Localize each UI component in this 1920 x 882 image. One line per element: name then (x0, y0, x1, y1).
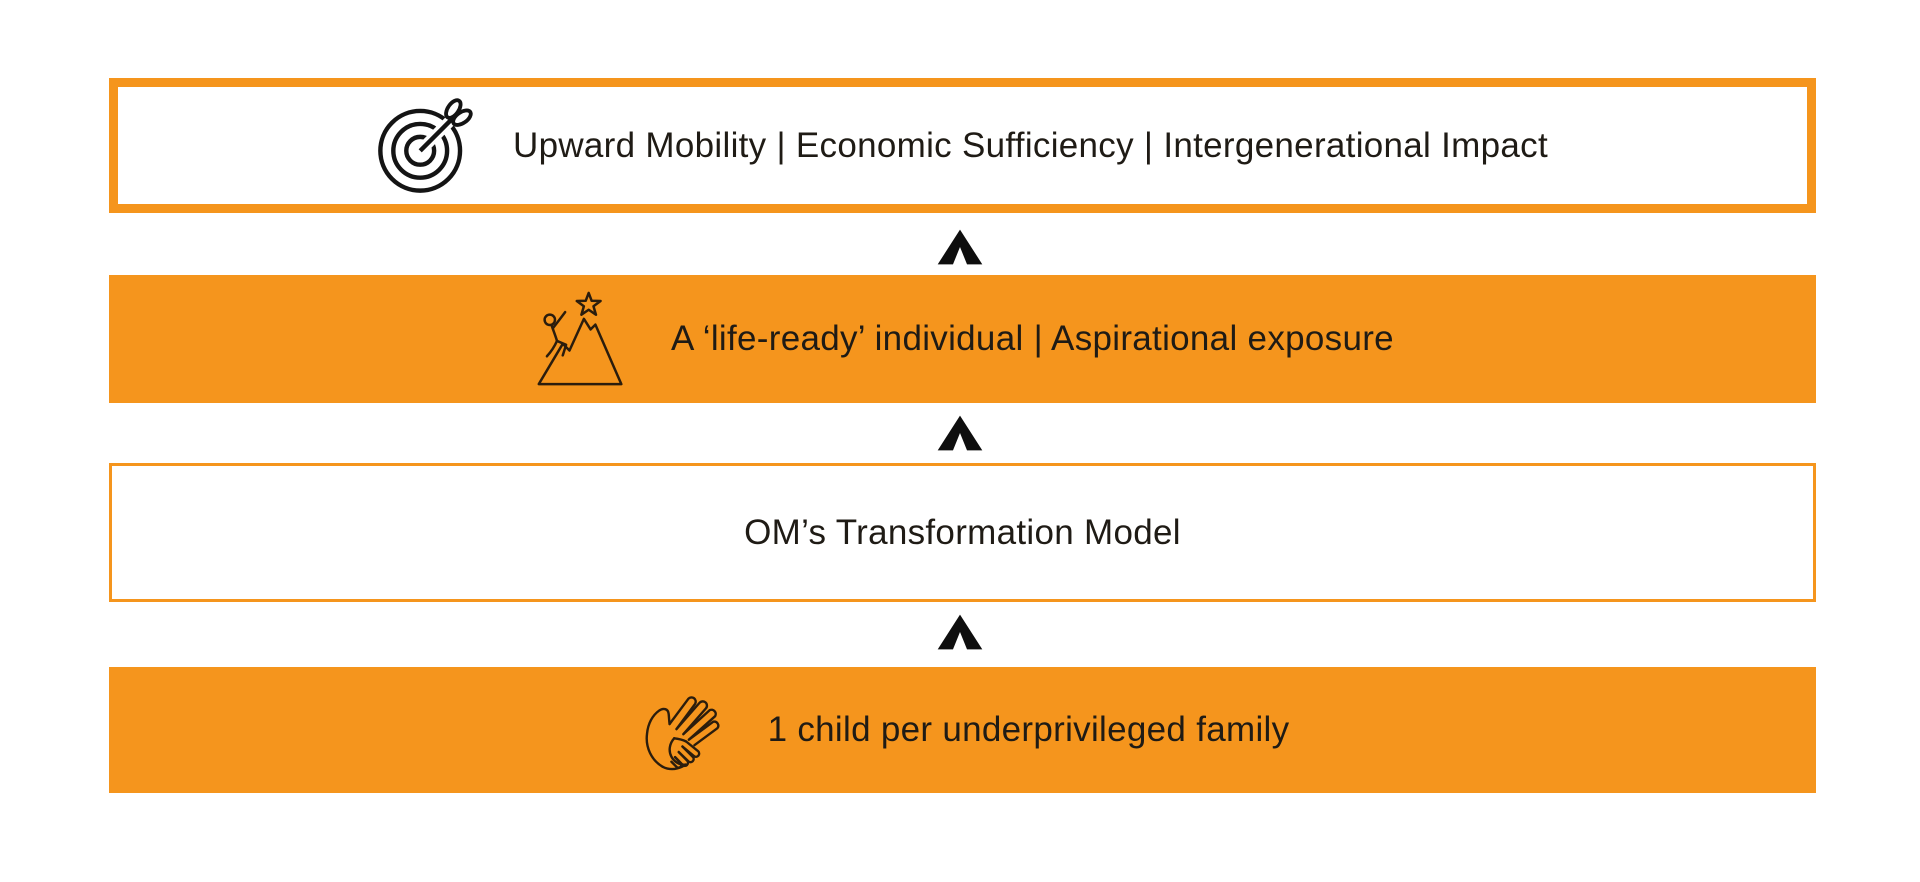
model-bar: OM’s Transformation Model (109, 463, 1816, 602)
up-arrow-icon (935, 414, 985, 452)
individual-outcome-text: A ‘life-ready’ individual | Aspirational… (671, 319, 1394, 358)
outcomes-text: Upward Mobility | Economic Sufficiency |… (513, 125, 1548, 165)
individual-outcome-bar: A ‘life-ready’ individual | Aspirational… (109, 275, 1816, 403)
up-arrow-icon (935, 228, 985, 266)
outcomes-bar: Upward Mobility | Economic Sufficiency |… (109, 78, 1816, 213)
target-icon (377, 97, 473, 194)
input-text: 1 child per underprivileged family (767, 710, 1290, 749)
model-text: OM’s Transformation Model (744, 512, 1181, 552)
mountain-climber-icon (531, 291, 631, 387)
up-arrow-icon (935, 613, 985, 651)
input-bar: 1 child per underprivileged family (109, 667, 1816, 793)
helping-hands-icon (636, 682, 728, 778)
